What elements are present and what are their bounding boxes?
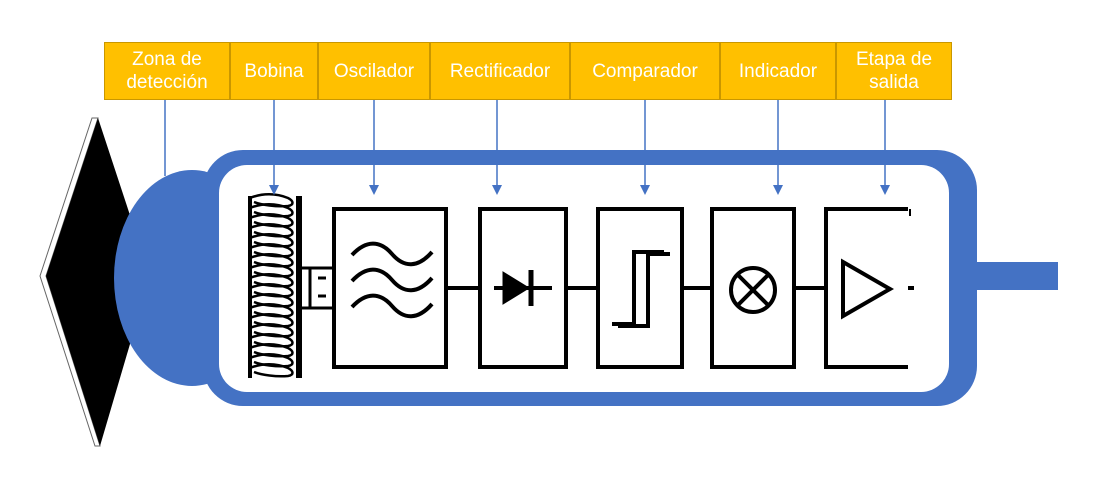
label-zona-deteccion: Zona de detección (104, 42, 230, 100)
coil-turn (249, 283, 294, 298)
coil-symbol (248, 193, 334, 378)
label-row: Zona de detección Bobina Oscilador Recti… (104, 42, 952, 100)
coil-turn (249, 293, 294, 308)
coil-turn (249, 263, 294, 278)
label-bobina: Bobina (230, 42, 318, 100)
detector-handle (970, 262, 1058, 290)
coil-turn (249, 363, 294, 378)
coil-turn (249, 333, 294, 348)
coil-turn (249, 223, 294, 238)
coil-turn (249, 233, 294, 248)
label-oscilador: Oscilador (318, 42, 430, 100)
coil-turn (249, 213, 294, 228)
circuit-panel (219, 165, 949, 392)
label-comparador: Comparador (570, 42, 720, 100)
label-etapa-salida: Etapa de salida (836, 42, 952, 100)
coil-turn (249, 323, 294, 338)
coil-turn (249, 313, 294, 328)
label-indicador: Indicador (720, 42, 836, 100)
label-rectificador: Rectificador (430, 42, 570, 100)
coil-turn (249, 353, 294, 368)
coil-turn (249, 253, 294, 268)
output-stage-block (824, 207, 914, 369)
coil-turn (249, 243, 294, 258)
coil-turn (249, 303, 294, 318)
label-pointers (164, 100, 890, 195)
coil-turn (249, 273, 294, 288)
coil-turn (249, 343, 294, 358)
coil-turn (249, 203, 294, 218)
search-plate (39, 117, 150, 447)
